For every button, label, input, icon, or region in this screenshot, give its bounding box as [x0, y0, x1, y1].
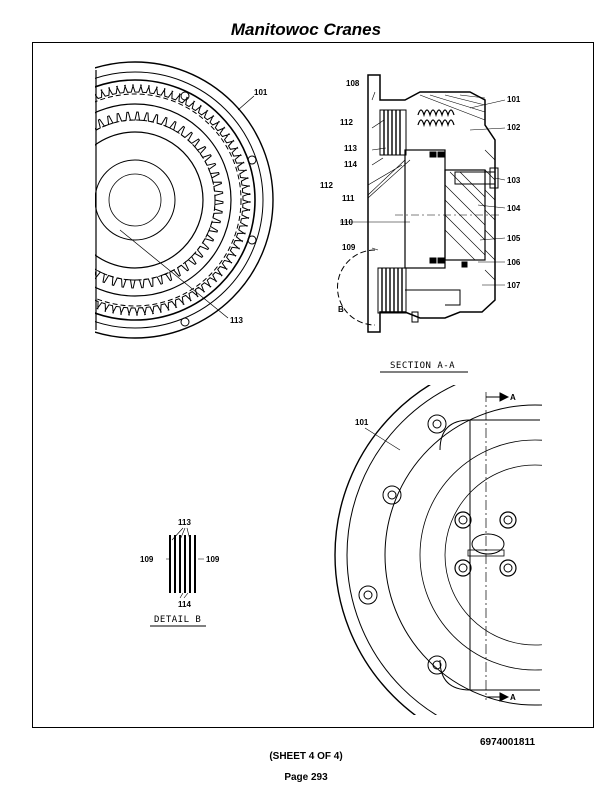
callout-109: 109: [206, 555, 220, 564]
detail-b-view: [150, 527, 206, 627]
page-number: Page 293: [284, 772, 328, 783]
callout-106: 106: [507, 258, 521, 267]
page-header-title: Manitowoc Cranes: [230, 20, 382, 39]
callout-113: 113: [230, 316, 243, 325]
document-number: 6974001811: [480, 737, 536, 748]
drawing-frame: [32, 42, 594, 728]
callout-b: B: [338, 305, 344, 314]
sheet-number: (SHEET 4 OF 4): [269, 751, 343, 762]
callout-107: 107: [507, 281, 521, 290]
ring-gear-teeth: [95, 84, 251, 316]
section-arrow-a-bottom: A: [510, 693, 516, 702]
callout-105: 105: [507, 234, 521, 243]
callout-113: 113: [344, 144, 357, 153]
callout-109: 109: [140, 555, 154, 564]
callout-111: 111: [342, 194, 355, 203]
callout-114: 114: [344, 160, 357, 169]
callout-102: 102: [507, 123, 521, 132]
section-a-a-caption: SECTION A-A: [390, 361, 455, 371]
callout-104: 104: [507, 204, 521, 213]
callout-112: 112: [320, 181, 333, 190]
section-a-a-view: [337, 74, 506, 373]
callout-109: 109: [342, 243, 356, 252]
callout-101: 101: [254, 88, 268, 97]
callout-113: 113: [178, 518, 191, 527]
section-arrow-a-top: A: [510, 393, 516, 402]
section-cut-line: [364, 392, 510, 702]
callout-103: 103: [507, 176, 521, 185]
callout-112: 112: [340, 118, 353, 127]
callout-114: 114: [178, 600, 191, 609]
ring-gear-view: [95, 61, 274, 339]
ring-gear-bolt-holes: [180, 91, 257, 327]
callout-101: 101: [507, 95, 521, 104]
callout-110: 110: [340, 218, 353, 227]
callout-108: 108: [346, 79, 360, 88]
callout-101: 101: [355, 418, 369, 427]
detail-b-caption: DETAIL B: [154, 615, 201, 625]
housing-face-view: [334, 385, 542, 715]
